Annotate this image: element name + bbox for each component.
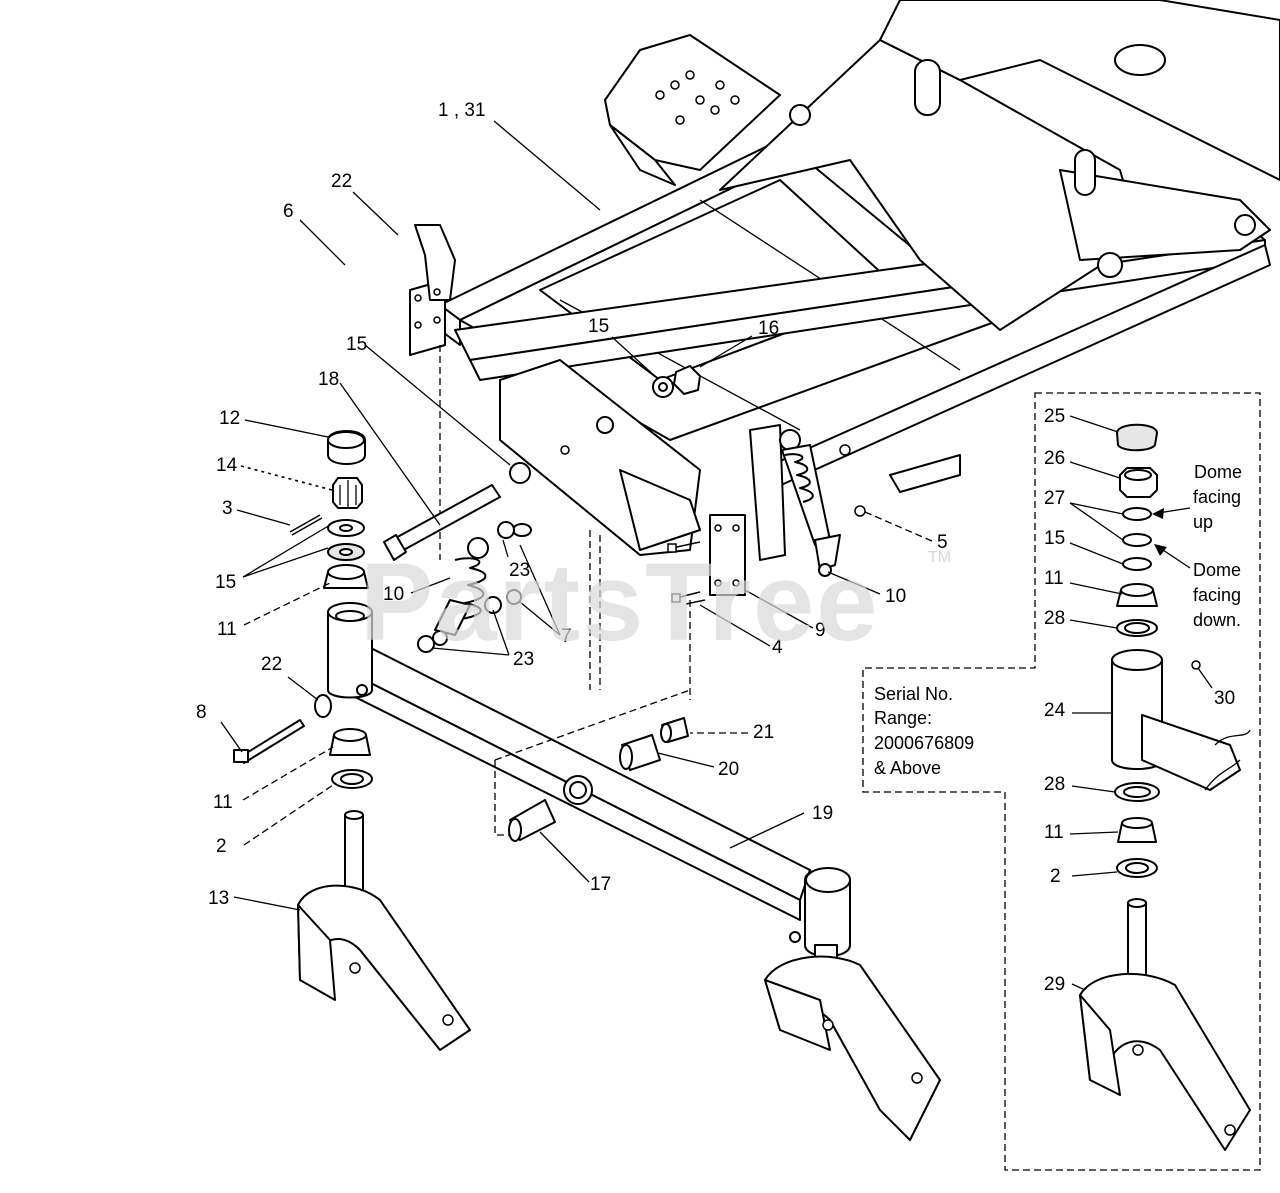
callout-1-31: 1 , 31	[438, 100, 486, 121]
partstree-watermark: PartsTree TM	[360, 541, 951, 664]
callout-2: 2	[216, 836, 227, 857]
bearing-11-lower	[329, 728, 371, 756]
callout-27: 27	[1044, 488, 1065, 509]
dome-up-line-1: Dome	[1194, 462, 1242, 482]
serial-line-2: Range:	[874, 708, 932, 728]
callout-12: 12	[219, 408, 240, 429]
leader-lines	[220, 120, 933, 911]
callout-28: 28	[1044, 774, 1065, 795]
callout-7: 7	[561, 626, 572, 647]
callout-2: 2	[1050, 866, 1061, 887]
callout-24: 24	[1044, 700, 1066, 721]
callout-23: 23	[509, 560, 530, 581]
callout-5: 5	[937, 532, 948, 553]
callout-17: 17	[590, 874, 611, 895]
inset-race-2	[1116, 858, 1158, 878]
inset-washer-27-up	[1122, 507, 1152, 521]
washers-nuts-7-23	[417, 521, 532, 653]
callout-13: 13	[208, 888, 229, 909]
callout-26: 26	[1044, 448, 1065, 469]
serial-line-3: 2000676809	[874, 733, 974, 753]
callout-22: 22	[331, 171, 352, 192]
callout-8: 8	[196, 702, 207, 723]
callout-15: 15	[346, 334, 367, 355]
dome-down-line-2: facing	[1193, 585, 1241, 605]
serial-note: Serial No. Range: 2000676809 & Above	[874, 684, 974, 778]
dust-cap-12	[327, 430, 366, 465]
shock-absorber-right	[779, 429, 866, 577]
bearing-11-top	[323, 564, 369, 589]
inset-housing-24	[1111, 649, 1251, 791]
inset-washer-15	[1122, 557, 1152, 571]
bushing-20-21	[619, 717, 689, 771]
callout-16: 16	[758, 318, 779, 339]
bolt-8	[233, 719, 305, 764]
callout-14: 14	[216, 455, 238, 476]
inset-washer-27-down	[1122, 533, 1152, 547]
callout-15: 15	[588, 316, 609, 337]
dome-up-note: Dome facing up	[1152, 462, 1242, 532]
callout-15: 15	[215, 572, 236, 593]
callout-10: 10	[885, 586, 906, 607]
inset-race-28	[1116, 619, 1158, 637]
callout-22: 22	[261, 654, 282, 675]
callout-9: 9	[815, 620, 826, 641]
callout-3: 3	[222, 498, 233, 519]
serial-range-inset: Serial No. Range: 2000676809 & Above Dom…	[862, 392, 1261, 1171]
dome-down-line-3: down.	[1193, 610, 1241, 630]
shock-absorber-left-10	[432, 537, 489, 646]
callout-30: 30	[1214, 688, 1235, 709]
washers-15	[327, 519, 365, 561]
arrow-icon	[1152, 508, 1164, 519]
castle-nut-14	[332, 477, 363, 509]
bushing-17	[508, 799, 556, 842]
serial-line-1: Serial No.	[874, 684, 953, 704]
callout-18: 18	[318, 369, 339, 390]
inset-dust-cap-25	[1115, 423, 1159, 452]
callout-11: 11	[217, 619, 237, 640]
arrow-icon	[1154, 544, 1167, 556]
mower-frame	[409, 0, 1280, 596]
callout-11: 11	[1044, 822, 1064, 843]
callout-4: 4	[772, 637, 783, 658]
callout-10: 10	[383, 584, 404, 605]
callout-29: 29	[1044, 974, 1065, 995]
front-axle-19	[327, 602, 851, 958]
race-2	[331, 769, 373, 789]
callout-21: 21	[753, 722, 774, 743]
inset-bearing-11	[1116, 583, 1158, 607]
callout-labels: 1 , 31 22 6 15 16 15 18 12 14 3 15 11 10…	[196, 100, 948, 909]
serial-line-4: & Above	[874, 758, 941, 778]
footplate-holes	[655, 70, 740, 125]
inset-bearing-11-lower	[1117, 817, 1157, 843]
callout-23: 23	[513, 649, 534, 670]
inset-caster-fork-29	[1079, 898, 1251, 1151]
callout-25: 25	[1044, 406, 1065, 427]
callout-20: 20	[718, 759, 739, 780]
callout-11: 11	[213, 792, 233, 813]
dome-down-line-1: Dome	[1193, 560, 1241, 580]
callout-11: 11	[1044, 568, 1064, 589]
inset-race-28-lower	[1114, 782, 1160, 802]
cotter-pin-3	[289, 514, 323, 536]
dome-up-line-2: facing	[1193, 487, 1241, 507]
callout-19: 19	[812, 803, 833, 824]
pivot-bolt-18	[383, 484, 501, 561]
inset-nut-26	[1119, 467, 1158, 498]
washer-22-lower	[314, 694, 332, 718]
dome-down-note: Dome facing down.	[1154, 544, 1241, 630]
hardware-washer-nut-15-16	[652, 365, 701, 398]
bolts-4	[667, 541, 706, 605]
callout-15: 15	[1044, 528, 1065, 549]
callout-6: 6	[283, 201, 294, 222]
callout-28: 28	[1044, 608, 1065, 629]
watermark-text: PartsTree	[360, 541, 879, 664]
dome-up-line-3: up	[1193, 512, 1213, 532]
caster-fork-right	[764, 944, 941, 1141]
watermark-trademark: TM	[928, 549, 951, 566]
caster-fork-13	[297, 810, 471, 1051]
